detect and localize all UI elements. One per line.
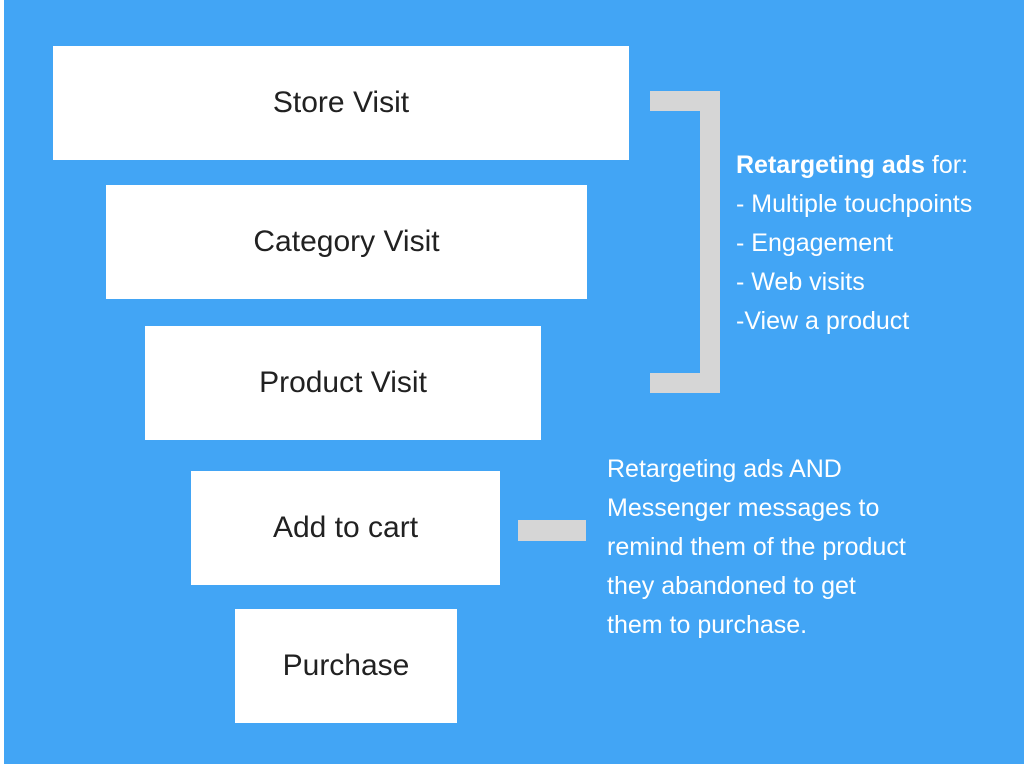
- note-item: -View a product: [736, 307, 910, 335]
- stage-label: Purchase: [282, 649, 410, 682]
- note-item: - Multiple touchpoints: [736, 190, 973, 218]
- stage-label: Category Visit: [253, 225, 440, 258]
- stage-product-visit: Product Visit: [145, 326, 541, 440]
- stage-label: Store Visit: [272, 86, 410, 119]
- stage-category-visit: Category Visit: [106, 185, 587, 299]
- note-line: them to purchase.: [607, 611, 808, 639]
- grouping-bracket: [650, 91, 720, 393]
- note-heading-bold: Retargeting ads: [736, 151, 925, 179]
- stage-add-to-cart: Add to cart: [191, 471, 500, 585]
- messenger-note: Retargeting ads AND Messenger messages t…: [607, 450, 906, 645]
- stage-label: Add to cart: [272, 511, 419, 544]
- note-line: they abandoned to get: [607, 572, 856, 600]
- note-item: - Engagement: [736, 229, 894, 257]
- note-line: Messenger messages to: [607, 494, 880, 522]
- retargeting-note: Retargeting ads for: - Multiple touchpoi…: [736, 146, 972, 341]
- note-item: - Web visits: [736, 268, 865, 296]
- connector-bar: [518, 520, 586, 541]
- note-heading: Retargeting ads for:: [736, 146, 972, 185]
- note-line: Retargeting ads AND: [607, 455, 842, 483]
- stage-purchase: Purchase: [235, 609, 457, 723]
- note-line: remind them of the product: [607, 533, 906, 561]
- stage-label: Product Visit: [259, 366, 427, 399]
- stage-store-visit: Store Visit: [53, 46, 629, 160]
- note-heading-rest: for:: [924, 151, 969, 179]
